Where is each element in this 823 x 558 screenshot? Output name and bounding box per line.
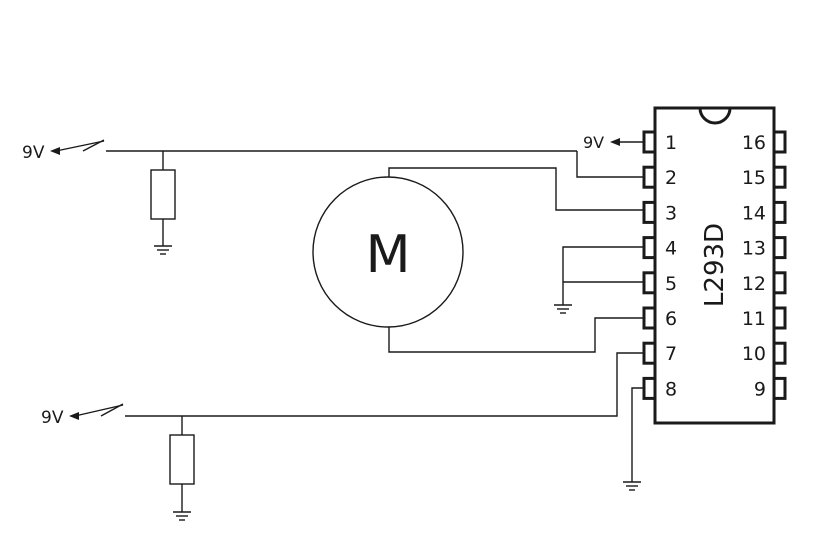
pin-number-left: 5 [665, 273, 677, 295]
arrow-head-top-icon [50, 147, 60, 155]
ground-pin8-icon [623, 481, 641, 491]
ground-bottom-icon [173, 511, 191, 521]
wire-pin8 [631, 387, 644, 482]
chip-pins-right: 16 15 14 13 12 11 10 9 [742, 130, 787, 400]
pin-number-right: 9 [754, 378, 766, 400]
resistor-top [150, 169, 176, 220]
wire-to-pin2 [576, 151, 644, 178]
chip-pin-right [772, 165, 787, 189]
wire-to-pin7 [125, 352, 644, 417]
top-supply-branch: 9V [22, 139, 644, 255]
chip-pin-left [642, 130, 657, 154]
chip-pin-left [642, 376, 657, 400]
motor: M [312, 167, 644, 353]
pin-number-right: 12 [742, 273, 766, 295]
motor-label: M [366, 225, 411, 285]
chip-pin-left [642, 341, 657, 365]
chip-pin-left [642, 236, 657, 260]
chip-pin-right [772, 200, 787, 224]
pin-number-right: 11 [742, 308, 766, 330]
arrow-head-bottom-icon [69, 412, 79, 420]
pin-number-right: 16 [742, 132, 766, 154]
chip-pin-left [642, 271, 657, 295]
chip-pin-left [642, 200, 657, 224]
supply-label-bottom: 9V [41, 408, 64, 428]
switch-top [82, 139, 105, 152]
chip-pin-right [772, 130, 787, 154]
ground-top-icon [154, 245, 172, 255]
pin-number-left: 6 [665, 308, 677, 330]
supply-label-top: 9V [22, 143, 45, 163]
wire-motor-to-pin6 [388, 317, 644, 353]
pin-number-right: 14 [742, 202, 766, 224]
bottom-supply-branch: 9V [41, 352, 644, 521]
motor-body [312, 176, 464, 328]
chip-pin-right [772, 306, 787, 330]
chip-notch [698, 107, 732, 125]
chip-pin-left [642, 165, 657, 189]
chip-pin-right [772, 376, 787, 400]
pin-number-left: 4 [665, 238, 677, 260]
arrow-head-ic-icon [610, 138, 620, 146]
chip-label: L293D [700, 223, 730, 307]
pin-number-left: 2 [665, 167, 677, 189]
pin-number-left: 8 [665, 378, 677, 400]
chip-pin-right [772, 236, 787, 260]
chip-pin-right [772, 341, 787, 365]
chip-pins-left: 1 2 3 4 5 6 7 8 [642, 130, 677, 400]
supply-label-ic: 9V [583, 133, 604, 152]
pin8-ground [623, 387, 644, 491]
arrow-wire-bottom [74, 404, 124, 417]
chip-body [653, 106, 776, 425]
wire-motor-to-pin3 [388, 167, 644, 211]
wire-pin4 [562, 246, 644, 305]
pin-number-right: 10 [742, 343, 766, 365]
pin-number-left: 3 [665, 202, 677, 224]
pin-number-left: 1 [665, 132, 677, 154]
arrow-wire-top [55, 140, 105, 152]
switch-bottom [100, 403, 124, 417]
ground-mid-icon [554, 304, 572, 314]
resistor-bottom [169, 434, 195, 485]
pin-number-left: 7 [665, 343, 677, 365]
pin-number-right: 13 [742, 238, 766, 260]
pin-number-right: 15 [742, 167, 766, 189]
ic-supply-branch: 9V [583, 133, 644, 152]
chip-pin-left [642, 306, 657, 330]
chip-pin-right [772, 271, 787, 295]
pins-4-5-ground [554, 246, 644, 314]
